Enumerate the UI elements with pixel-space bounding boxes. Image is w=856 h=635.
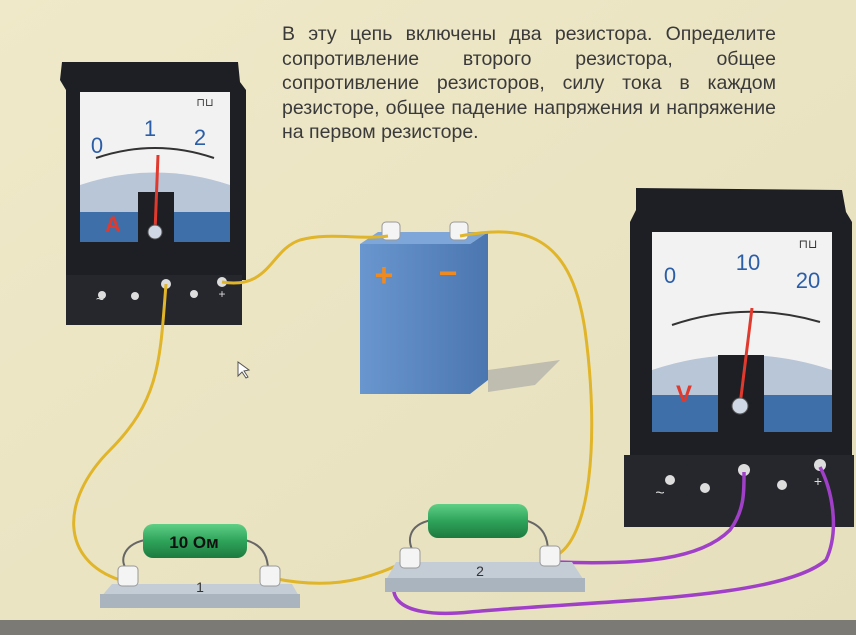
ammeter-scale-1: 1 [144,116,156,141]
ammeter-terminal-ac: ~ [96,291,104,307]
task-paragraph: В эту цепь включены два резистора. Опред… [282,23,776,143]
voltmeter [624,188,854,527]
resistor-1-label: 10 Ом [169,533,218,552]
ammeter-unit-mark: ⊓⊔ [196,97,213,109]
resistor-2 [385,504,585,592]
voltmeter-scale-20: 20 [796,268,820,293]
task-text: В эту цепь включены два резистора. Опред… [282,22,776,145]
voltmeter-symbol: V [676,381,692,408]
ammeter-scale-2: 2 [194,125,206,150]
voltmeter-unit-mark: ⊓⊔ [799,237,818,251]
ammeter [60,62,246,325]
ammeter-symbol: A [105,212,121,237]
voltmeter-terminal-ac: ~ [655,485,664,502]
voltmeter-scale-10: 10 [736,250,760,275]
voltmeter-wires [392,466,836,615]
resistor-1-number: 1 [196,579,204,595]
mouse-cursor-icon [237,361,251,379]
voltmeter-scale-0: 0 [664,263,676,288]
wires [72,230,594,585]
ammeter-terminal-plus: + [218,287,225,301]
battery-minus: − [439,255,458,291]
resistor-2-number: 2 [476,563,484,579]
voltmeter-terminal-plus: + [814,473,822,489]
battery [360,221,560,394]
resistor-1 [100,524,300,608]
screen-bezel [0,620,856,635]
battery-plus: + [375,257,394,293]
ammeter-scale-0: 0 [91,133,103,158]
